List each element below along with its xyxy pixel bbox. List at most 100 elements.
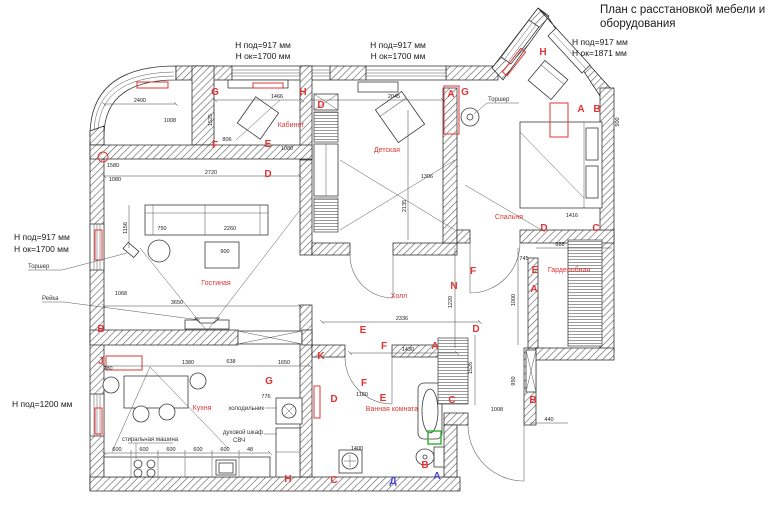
red-letter-marker: A <box>530 284 537 295</box>
living-chair <box>147 239 171 263</box>
room-label-bathroom: Ванная комната <box>366 406 419 413</box>
dimension: 440 <box>544 417 553 423</box>
top-window-1 <box>231 65 331 81</box>
room-label-hall: Холл <box>391 293 408 300</box>
dimension: 638 <box>226 359 235 365</box>
note-floor-lamp: Торшер <box>28 264 50 270</box>
note-microwave: СВЧ <box>233 438 245 444</box>
dimension: 1008 <box>164 118 176 124</box>
red-letter-marker: D <box>317 100 324 111</box>
washing-machine <box>338 449 363 474</box>
sofa <box>144 204 269 236</box>
kitchen-counter <box>103 456 271 478</box>
dimension: 1525 <box>208 114 214 126</box>
entrance-left-jamb <box>443 412 469 426</box>
dimension: 1306 <box>421 174 433 180</box>
dimension: 600 <box>220 447 229 453</box>
red-letter-marker: J <box>98 356 104 367</box>
dimension: 1466 <box>271 94 283 100</box>
window-label: Н под=917 мм <box>370 40 426 50</box>
blue-letter-marker: А <box>433 471 440 482</box>
red-letter-marker: A <box>431 341 438 352</box>
bathroom-door-arc <box>344 356 393 405</box>
red-marked-column <box>549 102 569 138</box>
window-label: Н ок=1871 мм <box>572 48 627 58</box>
note-floor-lamp-top: Торшер <box>488 97 510 103</box>
room-label-bedroom: Спальня <box>495 214 523 221</box>
radiator <box>501 47 527 77</box>
dimension: 1068 <box>115 291 127 297</box>
colored-fixtures <box>94 47 569 445</box>
note-rail: Рейка <box>42 295 59 302</box>
red-letter-marker: E <box>380 393 387 404</box>
red-letter-marker: B <box>529 395 536 406</box>
dimension: 1416 <box>566 213 578 219</box>
curved-window-line <box>93 71 175 135</box>
red-letter-marker: D <box>330 394 337 405</box>
red-letter-marker: B <box>421 460 428 471</box>
dimension: 1400 <box>351 446 363 452</box>
living-hall-wall-upper <box>299 159 313 256</box>
leader-lines <box>28 102 519 459</box>
living-hall-wall-lower <box>299 304 313 478</box>
left-window-1 <box>89 223 105 271</box>
dimension: 500 <box>615 117 621 126</box>
dimension: 900 <box>220 249 229 255</box>
study-living-wall <box>89 144 313 160</box>
wardrobe-left-wall <box>527 257 539 349</box>
nursery-bed <box>374 90 426 144</box>
window-label: Н ок=1700 мм <box>236 51 291 61</box>
texts: План с расстановкой мебели и оборудовани… <box>12 4 765 487</box>
window-label: Н под=917 мм <box>235 40 291 50</box>
red-letter-marker: D <box>264 169 271 180</box>
dimension: 1650 <box>278 360 290 366</box>
top-window-2 <box>365 65 447 81</box>
study-shelf <box>227 79 289 89</box>
corridor-duct-box <box>525 349 537 393</box>
armchair <box>527 59 569 101</box>
red-letter-marker: H <box>539 47 546 58</box>
dimension: 776 <box>261 394 270 400</box>
red-marked-column <box>443 85 460 135</box>
bay-study-wall <box>191 65 215 146</box>
dimension: 806 <box>222 137 231 143</box>
burner <box>133 468 143 478</box>
entrance-door-arc <box>467 424 525 482</box>
burner <box>146 459 156 469</box>
red-letter-marker: H <box>299 87 306 98</box>
toilet <box>415 446 445 468</box>
window-label: Н под=917 мм <box>572 37 628 47</box>
radiator <box>94 407 103 435</box>
burner <box>146 468 156 478</box>
nursery-shelf <box>357 81 399 93</box>
radiator <box>252 82 284 89</box>
red-letter-marker: F <box>381 341 387 352</box>
nursery-hall-wall-right <box>392 242 458 256</box>
bottom-wall <box>89 476 461 492</box>
top-wall-seg3 <box>445 65 499 81</box>
dimension: 1580 <box>107 163 119 169</box>
red-letter-marker: G <box>461 87 469 98</box>
window-label: Н ок=1700 мм <box>371 51 426 61</box>
hall-closet-shelves <box>437 337 469 405</box>
room-label-study: Кабинет <box>278 121 305 129</box>
towel-rail <box>313 385 321 419</box>
dimension-lines <box>101 97 612 456</box>
room-label-nursery: Детская <box>374 147 400 154</box>
room-label-living: Гостиная <box>201 280 231 287</box>
red-letter-marker: H <box>284 474 291 485</box>
page-title-line2: оборудования <box>600 18 676 30</box>
window-label: Н под=917 мм <box>14 232 70 242</box>
dimension: 280 <box>103 366 112 372</box>
dimension: 1526 <box>468 362 474 374</box>
red-letter-marker: K <box>317 351 325 362</box>
nursery-bedroom-wall <box>442 87 458 244</box>
curved-window-line <box>97 75 175 135</box>
oven-door <box>218 462 234 474</box>
note-fridge: холодильник <box>228 406 264 412</box>
note-oven: духовой шкаф <box>223 429 263 436</box>
dimension: 1080 <box>109 177 121 183</box>
nursery-wardrobe-column <box>313 93 339 233</box>
red-letter-marker: G <box>211 87 219 98</box>
